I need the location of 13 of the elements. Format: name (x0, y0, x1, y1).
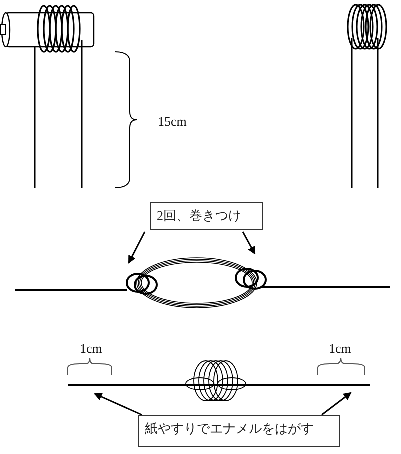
dimension-label: 1cm (80, 341, 102, 357)
callout-box: 2回、巻きつけ (150, 202, 263, 230)
arrow (322, 392, 352, 416)
arrow (242, 232, 256, 255)
wire-end (318, 384, 370, 386)
arrow (94, 393, 142, 416)
wire-loop (235, 268, 267, 290)
dimension-label: 1cm (329, 341, 352, 357)
arrow (128, 232, 146, 264)
wire-loop (126, 273, 158, 295)
dimension-label: 15cm (158, 114, 187, 130)
wire-end (68, 384, 112, 386)
callout-box: 紙やすりでエナメルをはがす (138, 415, 340, 447)
